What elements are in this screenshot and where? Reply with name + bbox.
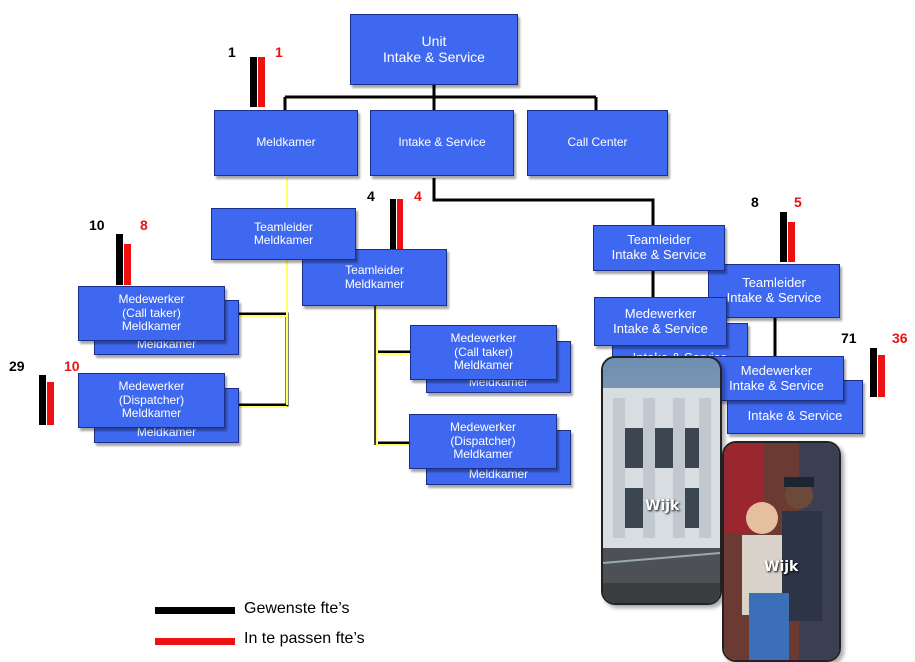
fte-gewenst-teamleider-meldkamer: 4 — [367, 188, 375, 204]
teamleider-sublabel: Intake & Service — [611, 247, 707, 262]
fte-bar-passen-teamleider-meldkamer — [397, 199, 403, 249]
fte-passen-meldkamer: 1 — [275, 44, 283, 60]
medewerker-dispatcher-box: Medewerker (Dispatcher) Meldkamer — [78, 373, 225, 428]
meldkamer-label: Meldkamer — [256, 135, 316, 150]
teamleider2-branch-connector — [378, 350, 410, 445]
teamleider-intake-box-2: Teamleider Intake & Service — [708, 264, 840, 318]
wijk-label-1: Wijk — [645, 498, 680, 514]
medewerker-role: (Dispatcher) — [118, 392, 185, 407]
building-image — [603, 358, 720, 603]
fte-bar-passen-dispatcher — [47, 382, 54, 425]
intake-connector — [432, 178, 655, 226]
people-image — [724, 443, 839, 660]
wijk-label-2: Wijk — [764, 559, 799, 575]
fte-passen-calltaker: 8 — [140, 217, 148, 233]
medewerker-label: Medewerker — [740, 362, 813, 378]
unit-intake-service-box: Unit Intake & Service — [350, 14, 518, 85]
teamleider-meldkamer-box-1: Teamleider Meldkamer — [211, 208, 356, 260]
teamleider-intake-box: Teamleider Intake & Service — [593, 225, 725, 271]
fte-passen-dispatcher: 10 — [64, 358, 80, 374]
unit-label: Unit — [421, 32, 447, 49]
medewerker-label: Medewerker — [118, 379, 185, 394]
teamleider-sublabel: Intake & Service — [726, 290, 822, 305]
fte-gewenst-calltaker: 10 — [89, 217, 105, 233]
medewerker-back-label: Intake & Service — [747, 407, 843, 423]
fte-gewenst-dispatcher: 29 — [9, 358, 25, 374]
medewerker-unit: Intake & Service — [613, 320, 708, 336]
call-center-label: Call Center — [567, 135, 628, 150]
fte-bar-gewenst-teamleider-intake — [780, 212, 787, 262]
legend-passen-swatch — [155, 638, 235, 645]
wijk-photo-building: Wijk — [601, 356, 722, 605]
legend-gewenst-label: Gewenste fte’s — [244, 600, 350, 617]
teamleider-sublabel: Meldkamer — [253, 233, 314, 247]
medewerker-calltaker2-box: Medewerker (Call taker) Meldkamer — [410, 325, 557, 380]
meldkamer-yellow-connector — [237, 178, 288, 408]
medewerker-label: Medewerker — [449, 420, 517, 435]
medewerker-role: (Call taker) — [122, 305, 181, 320]
medewerker-label: Medewerker — [118, 292, 185, 307]
fte-gewenst-medewerker-intake: 71 — [841, 330, 857, 346]
fte-bar-passen-calltaker — [124, 244, 131, 285]
medewerker-unit: Meldkamer — [121, 406, 182, 421]
medewerker-label: Medewerker — [624, 305, 697, 321]
intake-service-box: Intake & Service — [370, 110, 514, 176]
legend-passen-label: In te passen fte’s — [244, 630, 365, 647]
fte-passen-teamleider-intake: 5 — [794, 194, 802, 210]
teamleider-label: Teamleider — [254, 219, 313, 234]
teamleider-sublabel: Meldkamer — [344, 276, 405, 291]
meldkamer-box: Meldkamer — [214, 110, 358, 176]
teamleider-yellow-connector — [375, 306, 410, 446]
teamleider-label: Teamleider — [345, 263, 404, 278]
unit-sublabel: Intake & Service — [383, 48, 485, 65]
teamleider-label: Teamleider — [742, 275, 806, 291]
medewerker-unit: Meldkamer — [453, 358, 514, 373]
fte-passen-medewerker-intake: 36 — [892, 330, 908, 346]
legend-gewenst-swatch — [155, 607, 235, 614]
fte-gewenst-meldkamer: 1 — [228, 44, 236, 60]
medewerker-unit: Intake & Service — [729, 377, 824, 393]
medewerker-intake2-box: Medewerker Intake & Service — [709, 356, 844, 401]
medewerker-unit: Meldkamer — [453, 447, 513, 462]
medewerker-calltaker-box: Medewerker (Call taker) Meldkamer — [78, 286, 225, 341]
medewerker-role: (Call taker) — [454, 344, 513, 359]
fte-gewenst-teamleider-intake: 8 — [751, 194, 759, 210]
medewerker-label: Medewerker — [450, 331, 517, 346]
medewerker-dispatcher2-box: Medewerker (Dispatcher) Meldkamer — [409, 414, 557, 469]
fte-bar-passen-teamleider-intake — [788, 222, 795, 262]
call-center-box: Call Center — [527, 110, 668, 176]
fte-bar-gewenst-calltaker — [116, 234, 123, 285]
fte-bar-passen-medewerker-intake — [878, 355, 885, 397]
meldkamer-right-connector — [237, 312, 289, 407]
fte-bar-gewenst-dispatcher — [39, 375, 46, 425]
fte-bar-passen-meldkamer — [258, 57, 265, 107]
medewerker-intake-box: Medewerker Intake & Service — [594, 297, 727, 346]
fte-passen-teamleider-meldkamer: 4 — [414, 188, 422, 204]
medewerker-unit: Meldkamer — [121, 319, 182, 334]
fte-bar-gewenst-teamleider-meldkamer — [390, 199, 396, 249]
fte-bar-gewenst-medewerker-intake — [870, 348, 877, 397]
top-connector — [283, 85, 598, 110]
medewerker-back-label: Meldkamer — [468, 466, 529, 481]
wijk-photo-people: Wijk — [722, 441, 841, 662]
medewerker-back-label: Meldkamer — [136, 424, 197, 439]
intake-service-label: Intake & Service — [398, 135, 486, 150]
teamleider-label: Teamleider — [627, 232, 691, 248]
fte-bar-gewenst-meldkamer — [250, 57, 257, 107]
medewerker-role: (Dispatcher) — [450, 433, 516, 448]
